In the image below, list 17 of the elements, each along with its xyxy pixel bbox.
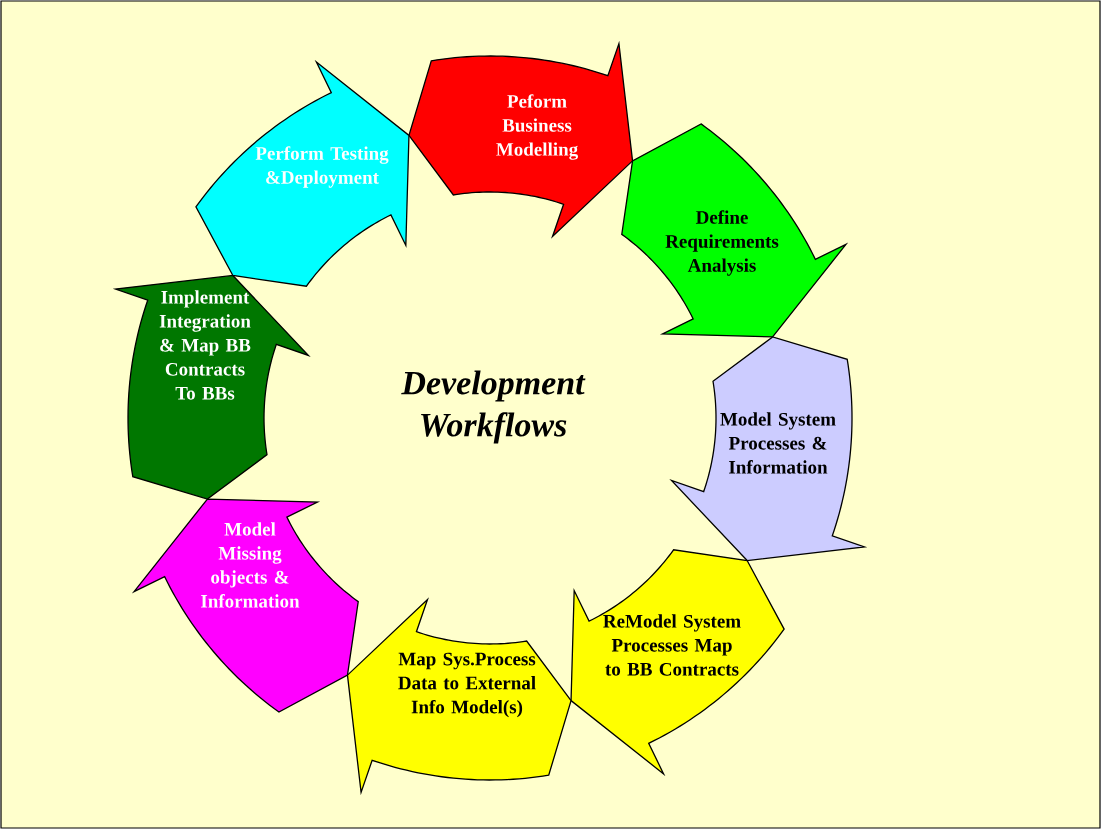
segment-label: Model Missing objects & Information — [201, 522, 300, 608]
arrow-segment — [112, 274, 311, 500]
center-title: Development Workflows — [401, 370, 586, 444]
arrow-segment — [408, 40, 634, 239]
segment-label: Map Sys.Process Data to External Info Model(s) — [398, 652, 536, 718]
segment-label: Define Requirements Analysis — [665, 210, 779, 276]
arrow-segment — [669, 336, 868, 562]
arrow-segment — [621, 123, 849, 338]
segment-label: ReModel System Processes Map to BB Contracts — [603, 614, 741, 676]
arrow-segment — [131, 498, 359, 713]
segment-label: Model System Processes & Information — [720, 412, 836, 474]
arrow-segment — [346, 597, 572, 796]
arrow-segment — [570, 549, 785, 777]
segment-label: Implement Integration & Map BB Contracts To BBs — [159, 290, 251, 400]
segment-label: Peform Business Modelling — [496, 94, 578, 160]
segment-label: Perform Testing &Deployment — [255, 146, 389, 188]
arrow-segment — [195, 59, 410, 287]
